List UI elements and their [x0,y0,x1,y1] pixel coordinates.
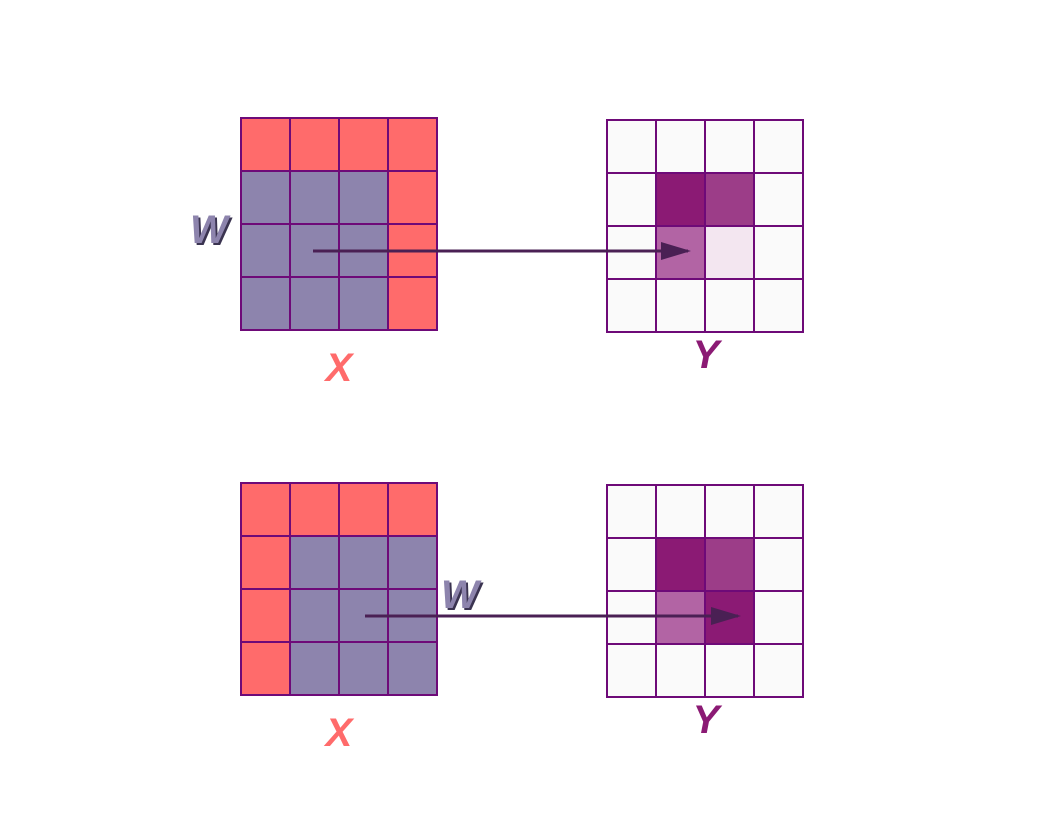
output-cell [753,172,804,227]
kernel-cell [240,276,291,331]
output-cell [753,278,804,333]
kernel-label-w-shadow: W [192,210,233,254]
input-cell [240,535,291,590]
input-cell [240,482,291,537]
input-cell [387,170,438,225]
kernel-label-w: W [441,573,482,617]
output-cell [753,643,804,698]
kernel-cell [289,170,340,225]
output-grid-y [606,119,804,333]
input-label-x: X [324,346,355,390]
kernel-label-w: W [190,208,231,252]
kernel-cell [289,641,340,696]
kernel-cell [289,276,340,331]
kernel-cell [240,170,291,225]
output-cell [655,537,706,592]
kernel-cell [338,641,389,696]
kernel-cell [387,641,438,696]
output-grid-y [606,484,804,698]
input-cell [338,117,389,172]
output-cell [655,119,706,174]
kernel-cell [338,276,389,331]
output-cell [655,643,706,698]
kernel-cell [240,223,291,278]
output-cell [606,643,657,698]
input-cell [387,117,438,172]
output-cell [655,278,706,333]
output-cell [704,278,755,333]
input-cell [387,276,438,331]
input-cell [289,482,340,537]
output-label-y: Y [693,333,723,377]
input-cell [338,482,389,537]
output-cell [606,484,657,539]
output-cell [704,172,755,227]
output-cell [753,119,804,174]
input-cell [387,482,438,537]
output-cell [606,119,657,174]
kernel-cell [289,588,340,643]
output-cell [753,225,804,280]
output-cell [753,537,804,592]
output-cell [704,225,755,280]
input-label-x: X [324,711,355,755]
kernel-label-w-shadow: W [443,575,484,619]
input-cell [240,641,291,696]
kernel-cell [289,535,340,590]
output-cell [606,278,657,333]
output-cell [655,172,706,227]
output-cell [704,119,755,174]
input-cell [240,117,291,172]
output-cell [753,590,804,645]
input-cell [240,588,291,643]
output-label-y: Y [693,698,723,742]
output-cell [704,484,755,539]
kernel-cell [338,170,389,225]
kernel-cell [338,535,389,590]
output-cell [606,172,657,227]
kernel-overlay-w [240,170,389,331]
kernel-cell [387,535,438,590]
input-cell [289,117,340,172]
output-cell [704,643,755,698]
output-cell [753,484,804,539]
output-cell [606,537,657,592]
output-cell [704,537,755,592]
output-cell [655,484,706,539]
